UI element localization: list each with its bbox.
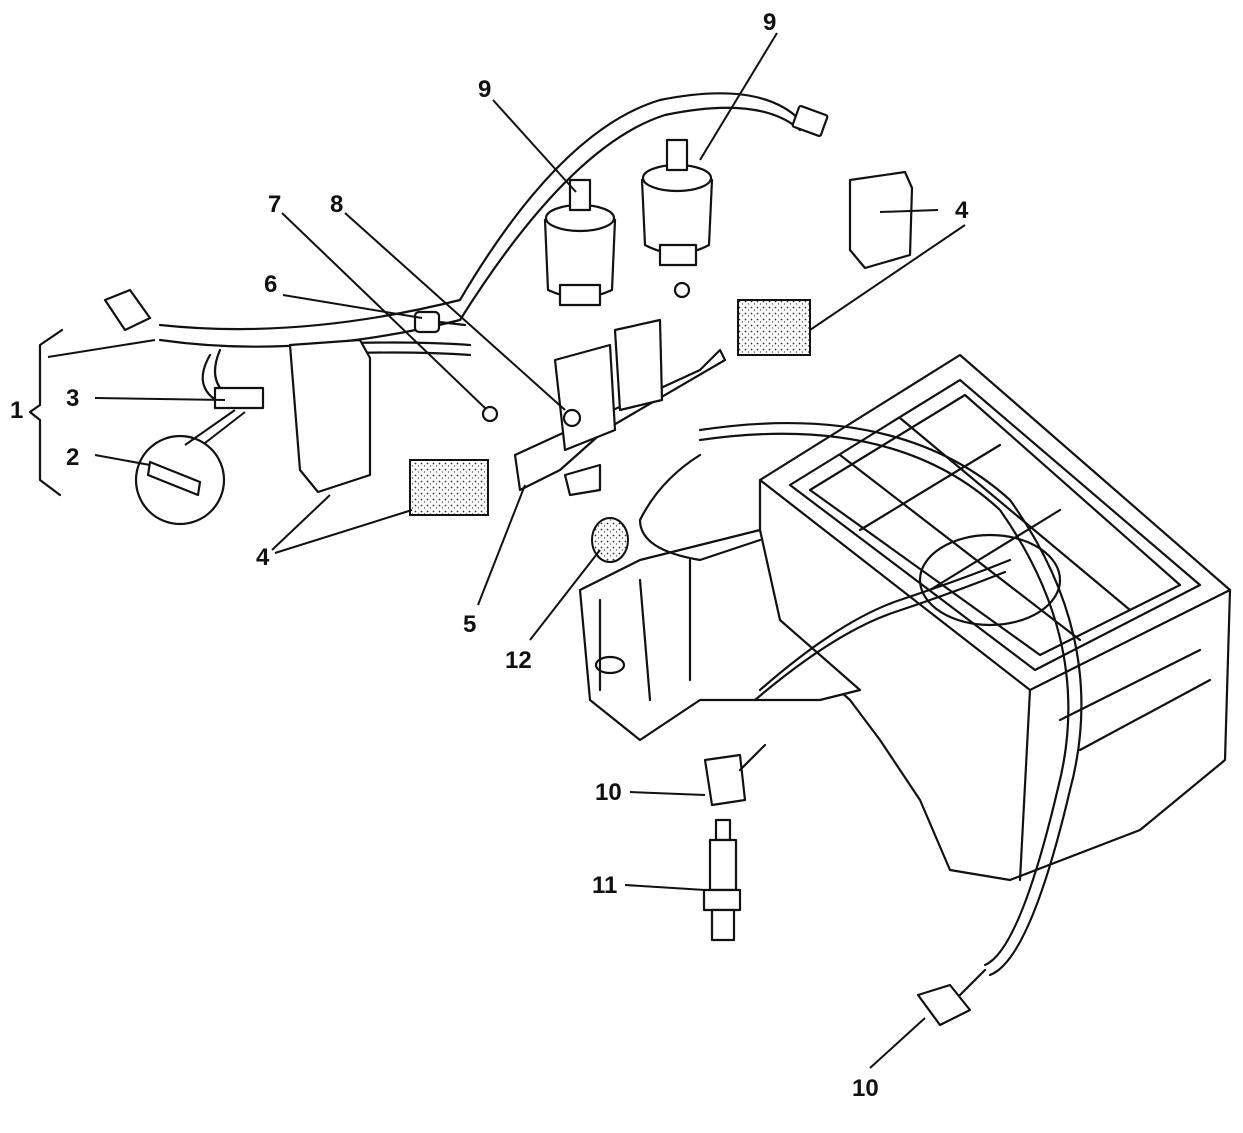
spark-plug-cap-front (703, 743, 767, 807)
cap-right (848, 170, 914, 270)
grommet (591, 517, 629, 563)
connector (213, 386, 265, 410)
callout-5: 5 (463, 611, 476, 638)
callout-8: 8 (330, 191, 343, 218)
mounting-bracket (513, 318, 727, 497)
callout-6: 6 (264, 271, 277, 298)
spark-plug (702, 818, 742, 942)
ignition-coil-left (543, 178, 617, 307)
leader-lines (47, 32, 966, 1069)
foam-block-left (409, 459, 489, 516)
callout-4-right: 4 (955, 197, 969, 224)
callout-1: 1 (10, 397, 23, 424)
airbox-housing (578, 353, 1232, 882)
cap-left (288, 338, 372, 494)
foam-block-right (737, 299, 811, 356)
wiring-harness (103, 92, 1083, 977)
callout-11: 11 (592, 872, 617, 899)
callout-2: 2 (66, 444, 79, 471)
callout-7: 7 (268, 191, 281, 218)
group-bracket (28, 328, 64, 497)
callout-9-left: 9 (478, 76, 491, 103)
callout-10-rear: 10 (852, 1075, 879, 1102)
spark-plug-cap-rear (916, 968, 987, 1027)
callout-labels: 1 2 3 4 4 5 6 7 8 9 9 10 10 11 12 (10, 9, 969, 1102)
callout-12: 12 (505, 647, 532, 674)
ignition-coil-right (640, 138, 714, 299)
callout-10-front: 10 (595, 779, 622, 806)
callout-3: 3 (66, 385, 79, 412)
callout-9-right: 9 (763, 9, 776, 36)
callout-4-left: 4 (256, 544, 270, 571)
washer (481, 405, 499, 423)
terminal-detail (134, 434, 226, 526)
